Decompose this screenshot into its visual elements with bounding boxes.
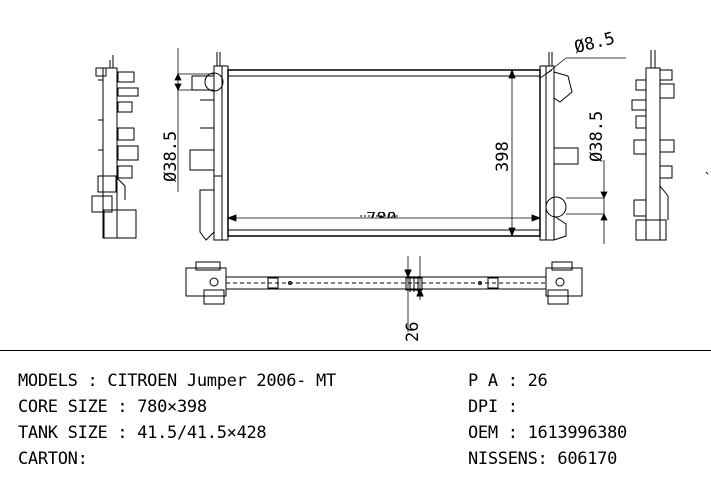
dim-thickness: 26 [403, 322, 423, 342]
spec-tank-size: TANK SIZE : 41.5/41.5×428 [18, 423, 267, 443]
spec-core-size: CORE SIZE : 780×398 [18, 397, 207, 417]
spec-oem: OEM : 1613996380 [468, 423, 627, 443]
front-dimensions [174, 48, 626, 244]
top-view [185, 256, 583, 332]
dim-left-inlet-diameter: Ø38.5 [161, 131, 181, 182]
spec-models: MODELS : CITROEN Jumper 2006- MT [18, 371, 336, 391]
spec-carton: CARTON: [18, 449, 88, 469]
left-side-view [91, 55, 139, 239]
dim-core-width: 780 [366, 209, 397, 229]
spec-pa: P A : 26 [468, 371, 548, 391]
dim-right-outlet-diameter: Ø38.5 [587, 111, 607, 162]
right-side-view [631, 50, 709, 241]
spec-nissens: NISSENS: 606170 [468, 449, 618, 469]
spec-dpi: DPI : [468, 397, 518, 417]
section-divider [0, 350, 711, 351]
dim-core-height: 398 [493, 141, 513, 172]
radiator-technical-drawing: Ø8.5 Ø38.5 Ø38.5 398 780 [91, 29, 709, 342]
front-view [189, 52, 579, 241]
dim-pipe-diameter: Ø8.5 [572, 29, 617, 58]
